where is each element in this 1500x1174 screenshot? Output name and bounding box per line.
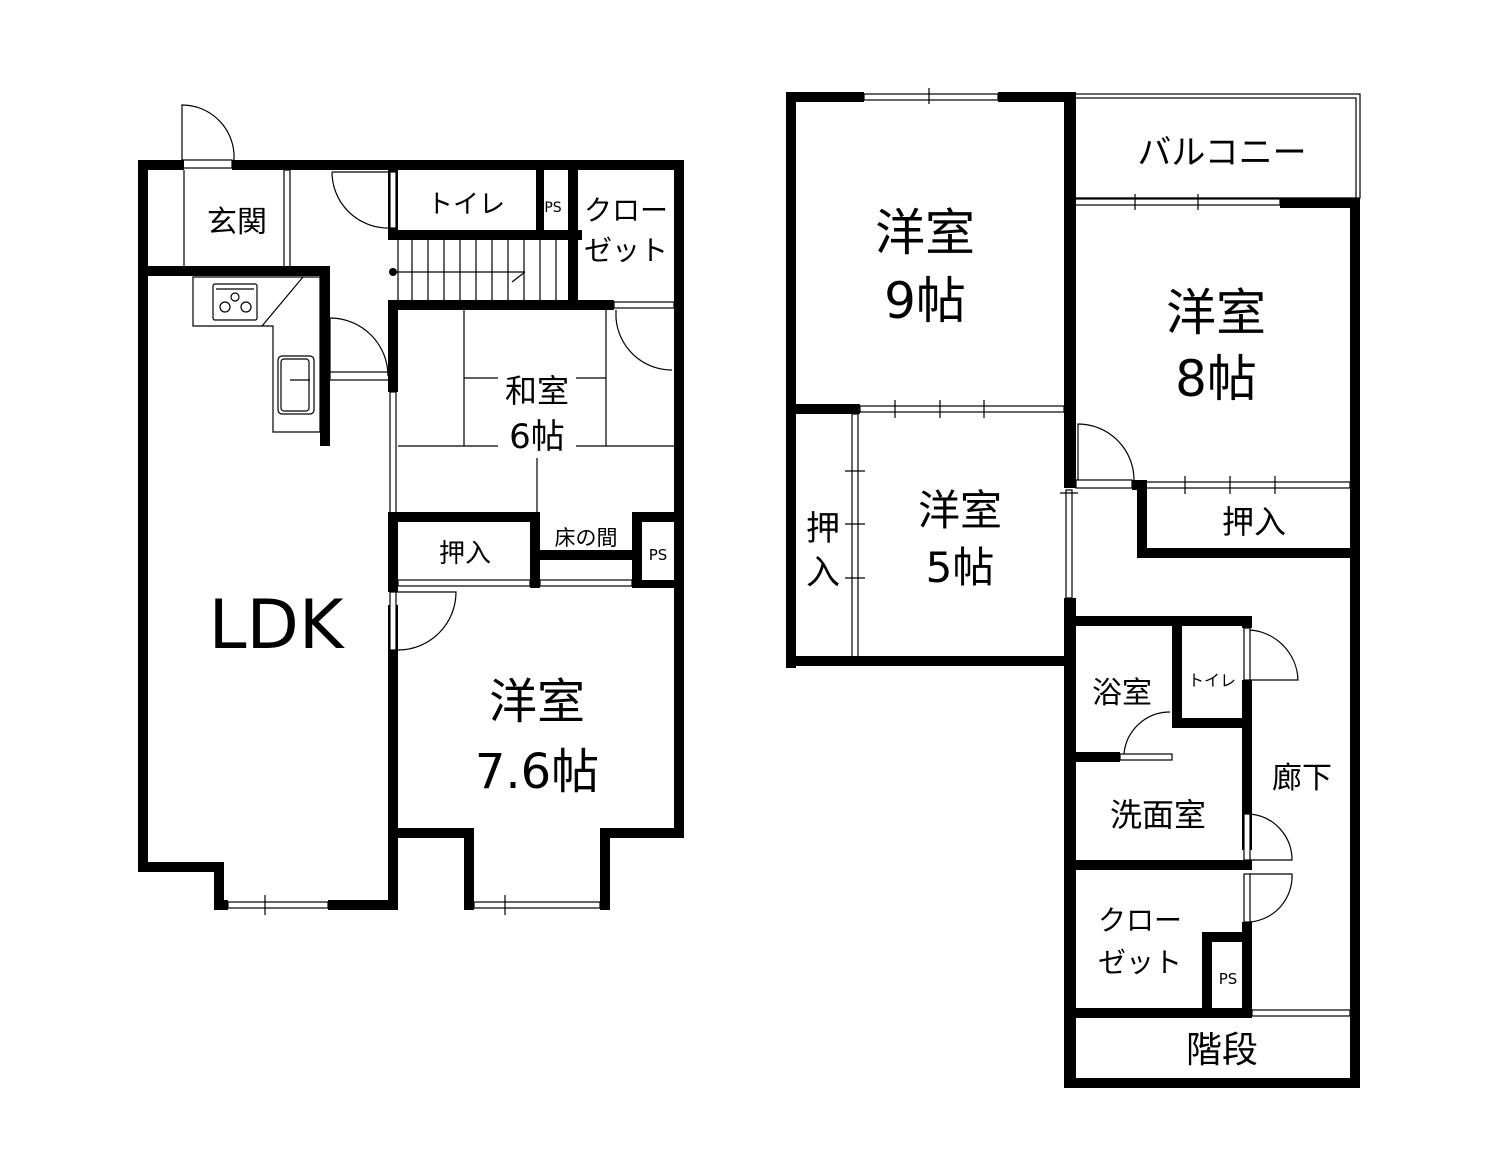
- room-label-toilet: トイレ: [1188, 671, 1236, 690]
- room-label-washitsu-size: 6帖: [509, 417, 565, 457]
- room-label-ps: PS: [1219, 970, 1238, 988]
- room-label-closet-2: ゼット: [584, 234, 668, 267]
- floor-2: バルコニー 洋室 9帖 洋室 8帖 洋室 5帖 押 入 押入 浴室 トイレ 廊下…: [786, 88, 1361, 1088]
- toilet-door-icon: [331, 171, 389, 229]
- room-label-ps: PS: [544, 200, 561, 216]
- room-label-closet: クロー: [1098, 904, 1182, 937]
- room-label-closet: クロー: [584, 194, 668, 227]
- room-label-ldk: LDK: [209, 586, 346, 665]
- room-label-oshiire-vertical-2: 入: [806, 553, 840, 593]
- room-label-yoshitsu-8: 洋室: [1166, 284, 1266, 342]
- room-label-genkan: 玄関: [207, 205, 267, 240]
- room-label-balcony: バルコニー: [1137, 133, 1306, 173]
- room-label-hallway: 廊下: [1272, 761, 1332, 796]
- entrance-door-icon: [181, 104, 235, 169]
- room-label-yoshitsu-5: 洋室: [918, 486, 1002, 535]
- room-label-yoshitsu-5-size: 5帖: [926, 543, 995, 592]
- room-label-ps-2: PS: [649, 546, 668, 564]
- room-label-oshiire-vertical: 押: [806, 509, 840, 549]
- floor-1: 玄関 トイレ PS クロー ゼット 和室 6帖 押入 床の間 PS LDK 洋室…: [138, 104, 684, 915]
- room-label-yoshitsu-9: 洋室: [875, 204, 975, 262]
- room-label-yoshitsu-size: 7.6帖: [475, 744, 599, 800]
- room-label-closet-2: ゼット: [1098, 946, 1182, 979]
- room-label-yoshitsu-8-size: 8帖: [1175, 350, 1257, 408]
- room-label-washroom: 洗面室: [1110, 796, 1206, 834]
- room-label-bath: 浴室: [1092, 676, 1152, 711]
- stairs-icon: [389, 240, 557, 300]
- room-label-stairs: 階段: [1186, 1030, 1258, 1071]
- room-label-oshiire: 押入: [439, 539, 491, 569]
- room-label-tokonoma: 床の間: [555, 526, 618, 550]
- stove-icon: [212, 283, 258, 321]
- room-label-yoshitsu-9-size: 9帖: [884, 272, 966, 330]
- room-label-oshiire: 押入: [1222, 503, 1286, 541]
- room-label-toilet: トイレ: [427, 190, 505, 220]
- room-label-washitsu: 和室: [505, 372, 569, 410]
- room-label-yoshitsu: 洋室: [489, 674, 585, 730]
- sink-icon: [277, 355, 315, 415]
